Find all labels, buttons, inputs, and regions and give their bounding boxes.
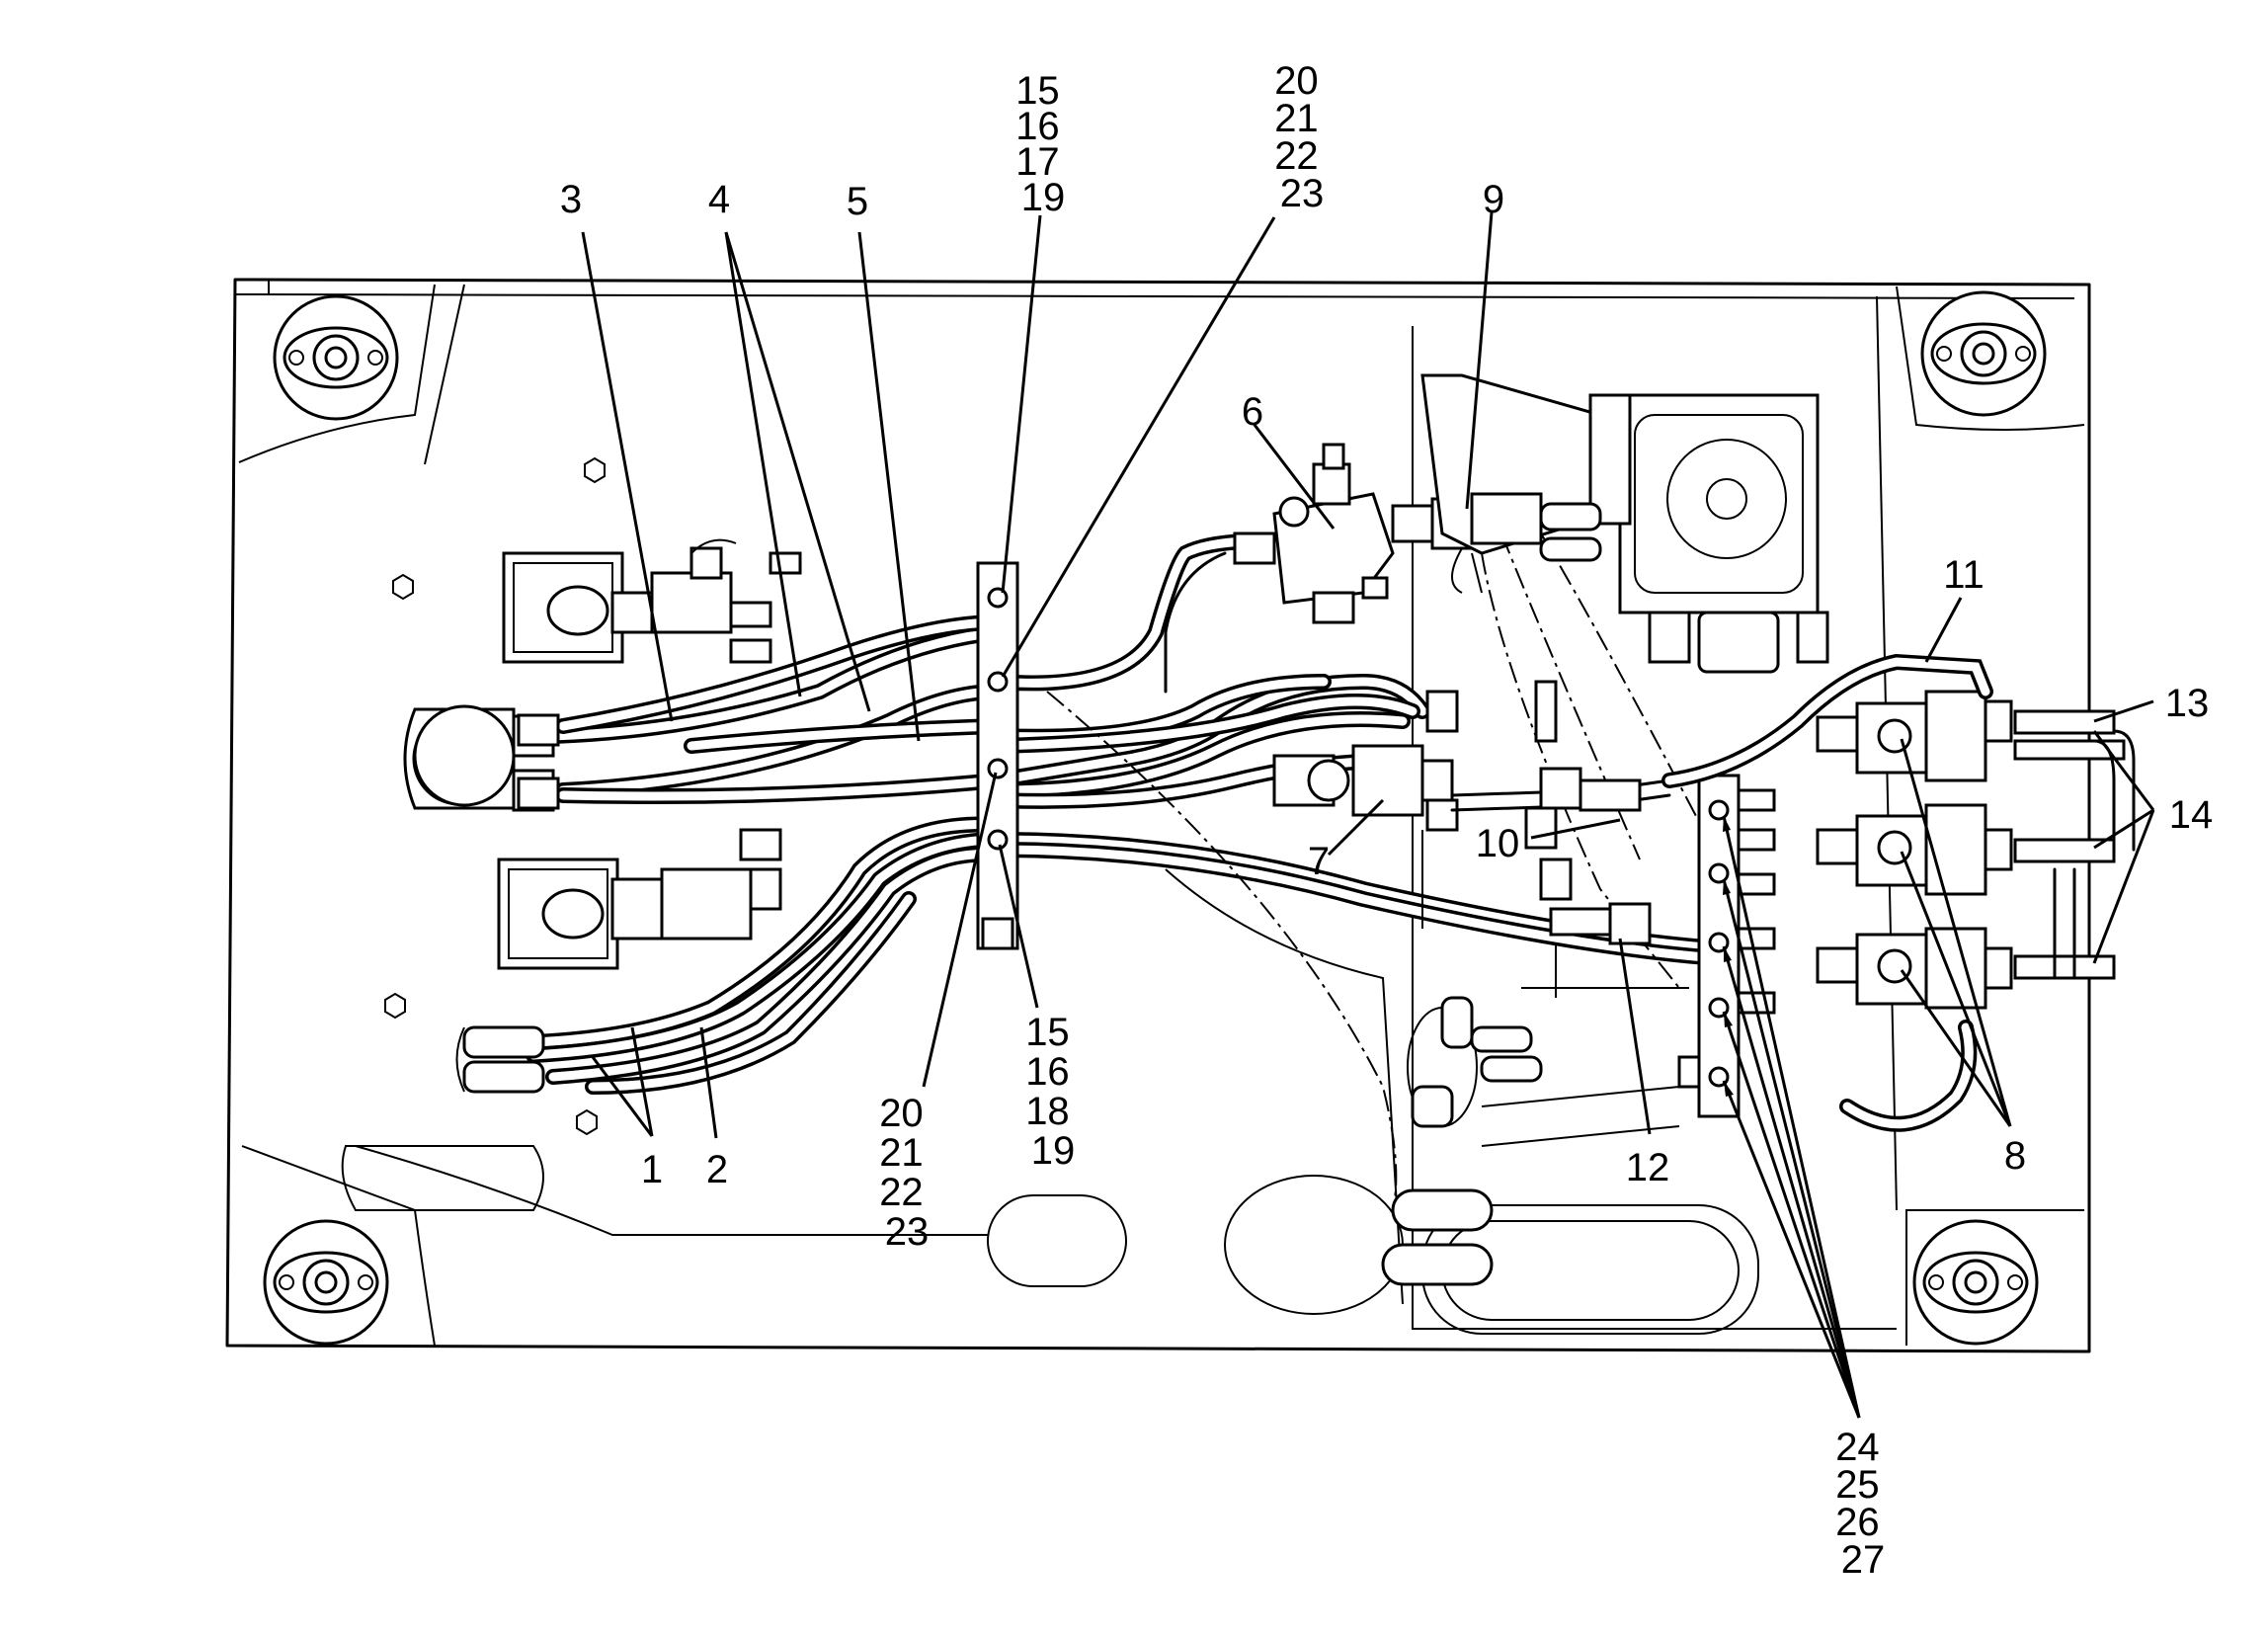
center-clamp-bar (976, 561, 1019, 950)
line-11-loop (1661, 653, 1993, 1132)
callout-15-16-17-19: 15 16 17 19 (1015, 69, 1071, 219)
left-fittings (413, 704, 560, 1094)
hex-nuts (384, 456, 606, 1136)
mount-flange-top-right (1920, 290, 2047, 417)
left-valve-lower (497, 828, 782, 970)
callout-5: 5 (847, 180, 868, 223)
callout-11: 11 (1943, 553, 1984, 597)
leader-lines (581, 211, 2155, 1419)
mount-flange-bottom-right (1912, 1219, 2039, 1346)
callout-9: 9 (1483, 178, 1504, 221)
cross-fittings (1421, 680, 1671, 998)
right-terminal-block (1677, 774, 1776, 1118)
callout-1: 1 (641, 1148, 663, 1191)
callout-2: 2 (706, 1148, 728, 1191)
callout-6: 6 (1242, 390, 1263, 434)
manifold-block (1451, 492, 1602, 594)
callout-24-25-26-27: 24 25 26 27 (1835, 1426, 1891, 1582)
callout-3: 3 (560, 178, 582, 221)
callout-20-21-22-23-top: 20 21 22 23 (1274, 59, 1330, 215)
callout-7: 7 (1308, 840, 1330, 883)
callout-13: 13 (2165, 682, 2210, 725)
callout-12: 12 (1626, 1146, 1670, 1189)
motor-housing (1420, 373, 1829, 989)
callout-20-21-22-23-bottom: 20 21 22 23 (879, 1092, 934, 1254)
callout-4: 4 (708, 178, 730, 221)
right-valve-stack (1816, 690, 2136, 1010)
callout-14: 14 (2169, 793, 2214, 837)
left-valve-upper (502, 538, 802, 664)
bottom-hoses (1046, 691, 1494, 1286)
base-plate (225, 278, 2091, 1353)
mount-flange-top-left (273, 294, 399, 421)
lower-middle-fittings (1407, 987, 1689, 1147)
center-valve (1272, 690, 1459, 832)
tee-fitting (1164, 443, 1474, 694)
callout-8: 8 (2004, 1134, 2026, 1178)
callout-labels: 1 2 3 4 5 6 7 8 9 10 11 12 13 14 15 16 1… (560, 59, 2213, 1582)
plate-cutouts (341, 1145, 1759, 1335)
mount-flange-bottom-left (263, 1219, 389, 1346)
callout-15-16-18-19: 15 16 18 19 (1025, 1011, 1081, 1173)
callout-10: 10 (1476, 822, 1520, 865)
